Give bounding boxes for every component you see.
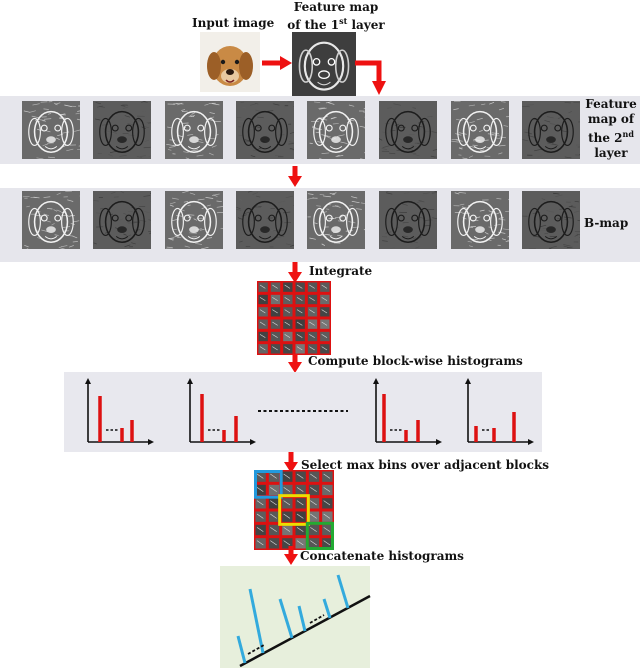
compute-hist-label: Compute block-wise histograms bbox=[308, 354, 523, 368]
arrow-grid2-to-final bbox=[284, 546, 298, 565]
concat-bar-3 bbox=[278, 598, 294, 639]
arrow-input-to-fm1 bbox=[262, 56, 292, 70]
feature-map-1-label: Feature map of the 1st layer bbox=[286, 0, 386, 32]
block-histogram-2 bbox=[187, 378, 256, 445]
concat-dash-2 bbox=[309, 614, 325, 624]
concat-bar-1 bbox=[236, 635, 247, 664]
block-histogram-3 bbox=[373, 378, 442, 445]
feature-map-1-line2-text: of the 1 bbox=[287, 18, 340, 32]
concat-bar-5 bbox=[322, 598, 332, 619]
integrated-block-grid bbox=[257, 281, 331, 355]
feature-map-2-label: Feature map of the 2nd layer bbox=[582, 97, 640, 161]
integrate-label: Integrate bbox=[309, 264, 373, 278]
concatenate-label: Concatenate histograms bbox=[300, 549, 464, 563]
b-map-tile-7 bbox=[451, 191, 509, 249]
green-selection-box bbox=[305, 521, 334, 550]
b-map-tile-3 bbox=[165, 191, 223, 249]
b-map-tile-6 bbox=[379, 191, 437, 249]
feature-map-1-line3: layer bbox=[347, 18, 385, 32]
feature-map-2-tile-6 bbox=[379, 101, 437, 159]
feature-map-2-line4: layer bbox=[594, 146, 628, 160]
b-map-label: B-map bbox=[584, 216, 629, 230]
feature-map-2-sup: nd bbox=[622, 129, 634, 139]
feature-map-2-tile-5 bbox=[307, 101, 365, 159]
feature-map-2-tile-2 bbox=[93, 101, 151, 159]
feature-map-1-line2: of the 1st layer bbox=[286, 14, 386, 32]
b-map-tile-5 bbox=[307, 191, 365, 249]
input-image-label: Input image bbox=[192, 16, 275, 30]
arrow-grid-to-hist bbox=[288, 354, 302, 373]
arrow-hist-to-grid2 bbox=[284, 452, 298, 473]
b-map-tile-4 bbox=[236, 191, 294, 249]
arrow-row3-to-grid bbox=[288, 262, 302, 283]
concatenated-histogram-panel bbox=[220, 566, 370, 668]
arrow-fm1-to-row2 bbox=[355, 60, 386, 95]
feature-map-2-line3-text: the 2 bbox=[588, 131, 623, 145]
arrow-row2-to-row3 bbox=[288, 166, 302, 187]
max-bin-block-grid bbox=[254, 470, 334, 550]
blue-selection-box bbox=[254, 470, 283, 499]
concat-bar-4 bbox=[297, 605, 307, 632]
feature-map-2-line2: map of bbox=[587, 112, 635, 126]
concatenated-histogram bbox=[236, 574, 371, 668]
b-map-tile-8 bbox=[522, 191, 580, 249]
feature-map-2-tile-4 bbox=[236, 101, 294, 159]
feature-map-2-tile-8 bbox=[522, 101, 580, 159]
feature-map-2-tile-1 bbox=[22, 101, 80, 159]
b-map-tile-1 bbox=[22, 191, 80, 249]
concat-bar-2 bbox=[248, 588, 265, 654]
block-histogram-4 bbox=[465, 378, 534, 445]
select-max-label: Select max bins over adjacent blocks bbox=[301, 458, 550, 472]
feature-map-1-sup: st bbox=[339, 16, 348, 26]
concat-bar-6 bbox=[336, 574, 350, 609]
feature-map-2-tile-3 bbox=[165, 101, 223, 159]
input-image bbox=[200, 32, 260, 92]
feature-map-2-line1: Feature bbox=[585, 97, 637, 111]
concat-dash-1 bbox=[247, 644, 265, 655]
yellow-selection-box bbox=[278, 494, 310, 526]
feature-map-1-line1: Feature map bbox=[293, 0, 379, 14]
b-map-tile-2 bbox=[93, 191, 151, 249]
block-histogram-1 bbox=[85, 378, 154, 445]
ellipsis-dashes bbox=[258, 410, 348, 412]
feature-map-2-line3: the 2nd bbox=[582, 127, 640, 146]
feature-map-2-tile-7 bbox=[451, 101, 509, 159]
feature-map-1-image bbox=[292, 32, 356, 96]
